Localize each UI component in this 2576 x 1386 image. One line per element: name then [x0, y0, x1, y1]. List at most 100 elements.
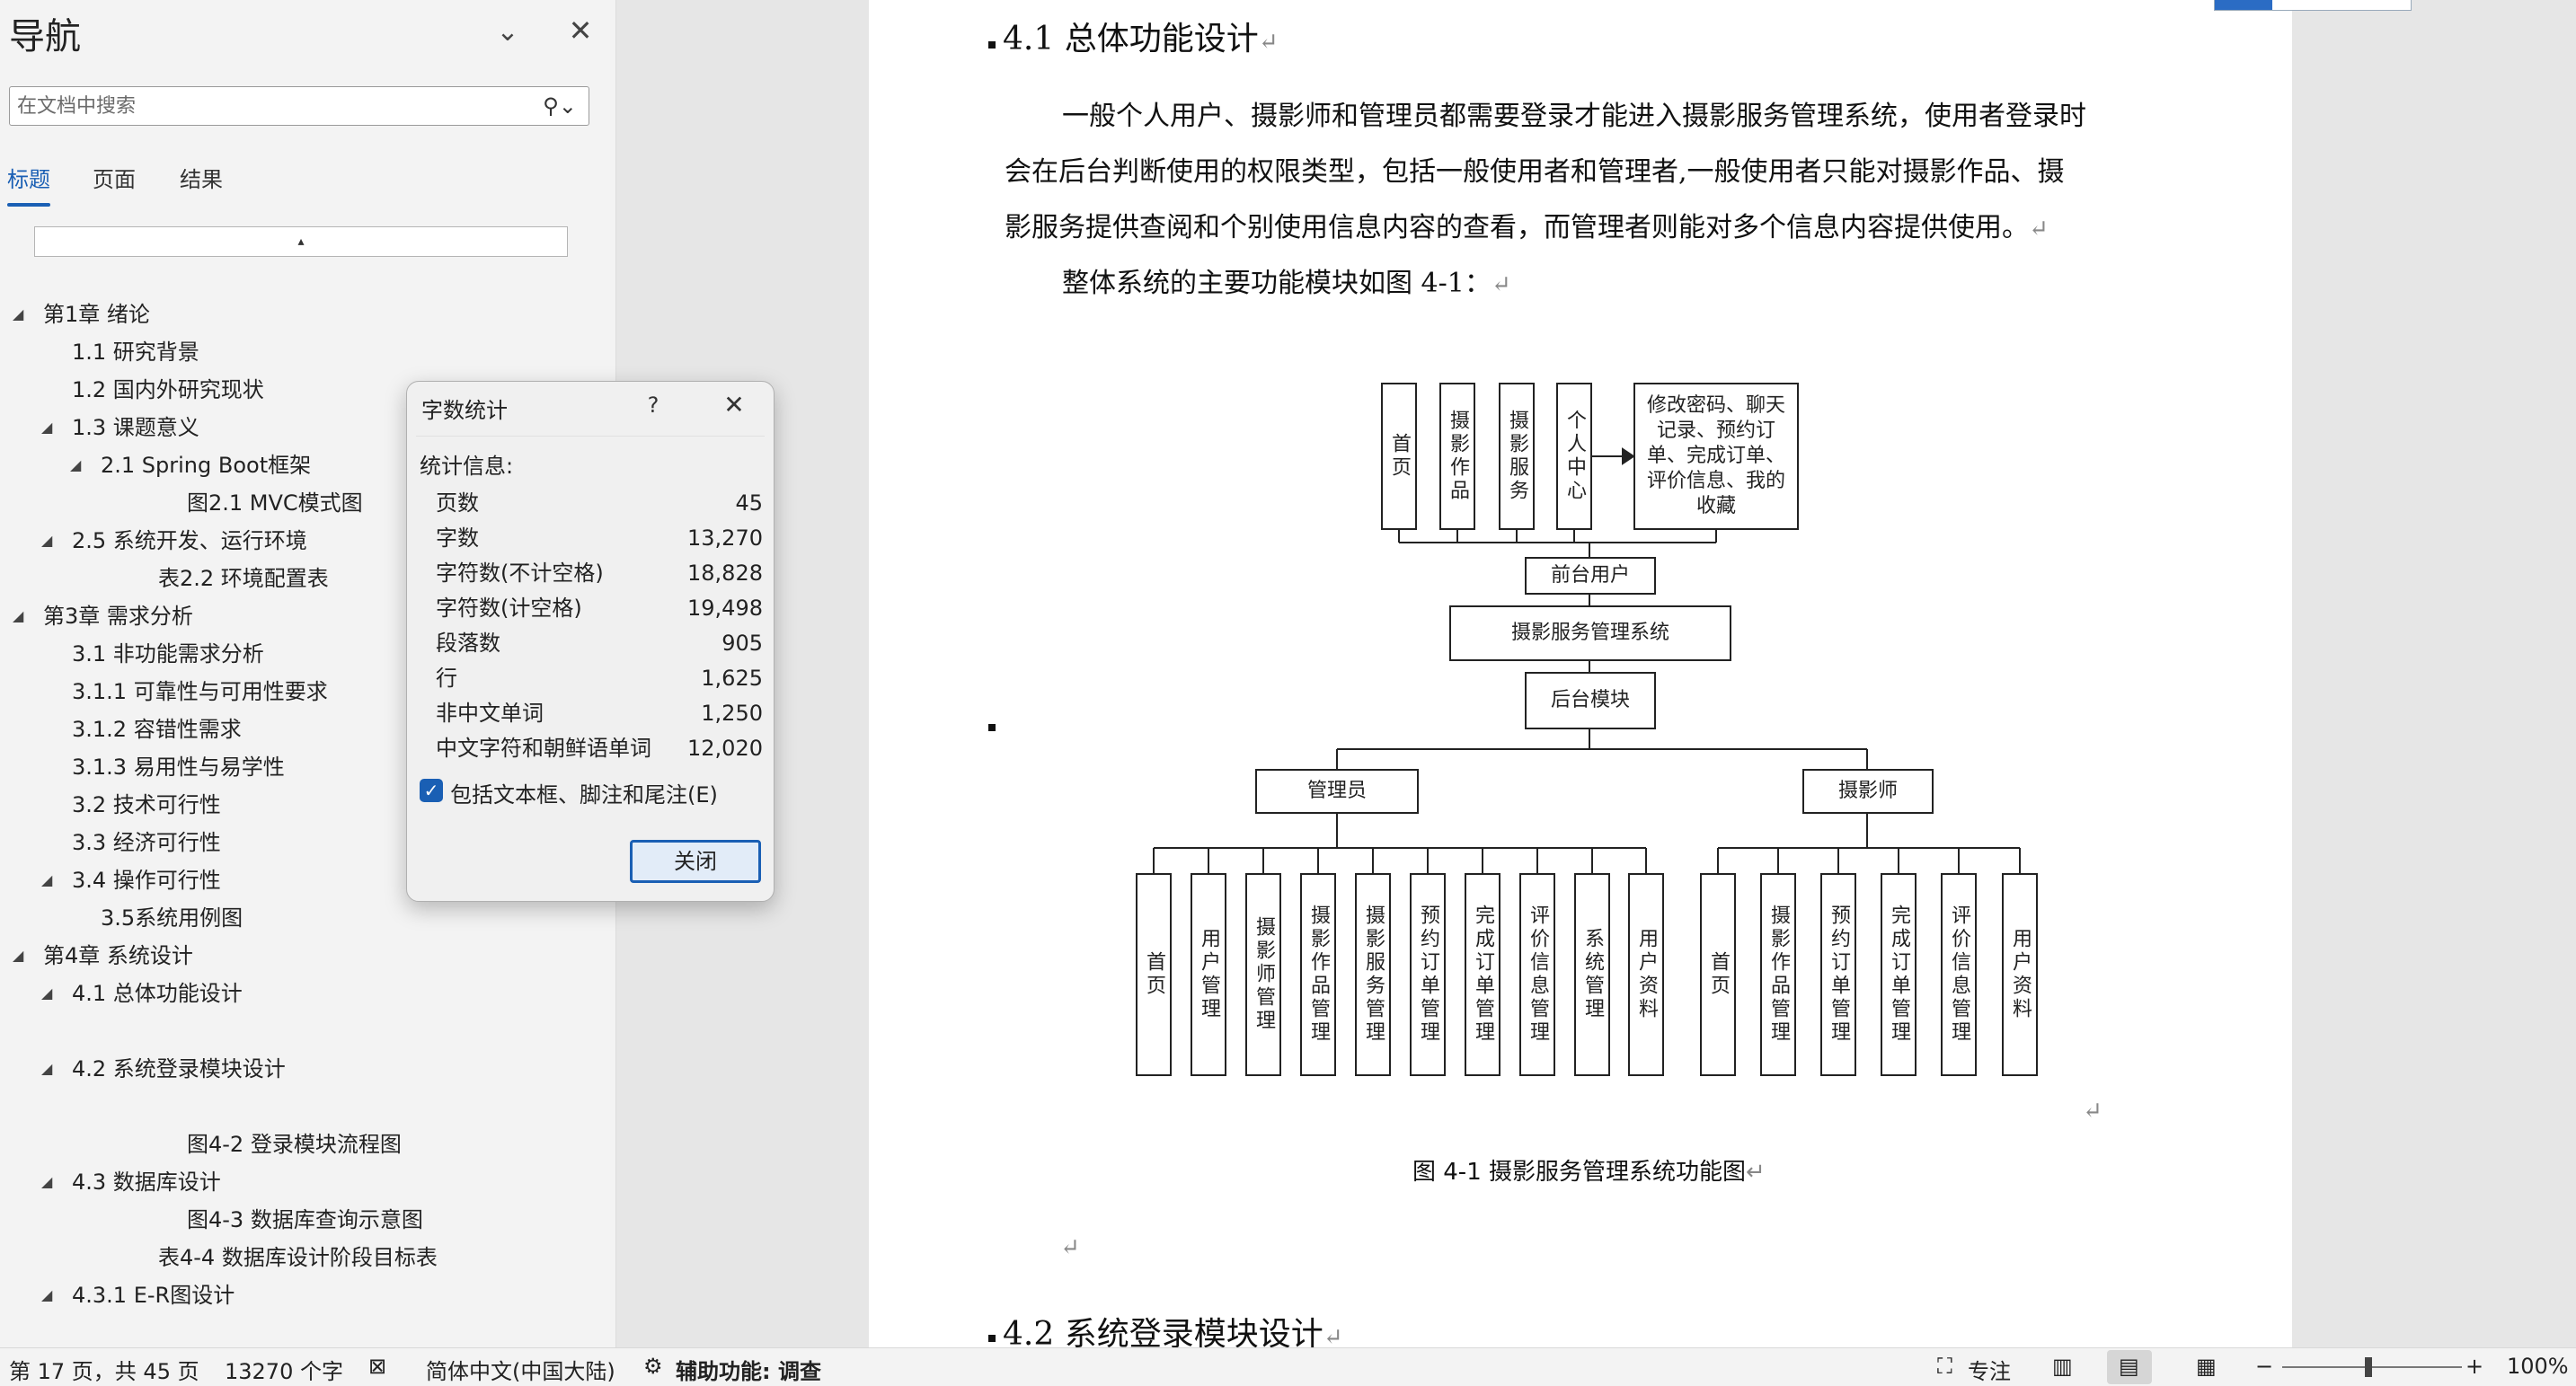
close-button[interactable]: 关闭: [630, 840, 761, 883]
outline-item[interactable]: 图4-3 数据库查询示意图: [187, 1207, 423, 1232]
status-bar: 第 17 页，共 45 页 13270 个字 ⊠ 简体中文(中国大陆) ⚙ 辅助…: [0, 1347, 2576, 1386]
tab-pages[interactable]: 页面: [93, 167, 136, 192]
outline-item[interactable]: 表2.2 环境配置表: [158, 566, 329, 591]
close-icon[interactable]: ✕: [723, 390, 745, 419]
stat-row: 字符数(不计空格)18,828: [436, 561, 763, 586]
statistics-heading: 统计信息:: [420, 454, 514, 479]
diagram-admin-item: 用户资料: [1628, 873, 1664, 1076]
divider: [416, 436, 765, 437]
outline-item[interactable]: ◢第3章 需求分析: [13, 600, 193, 632]
outline-item[interactable]: 3.5系统用例图: [101, 905, 243, 931]
expand-triangle-icon[interactable]: ◢: [41, 1060, 53, 1077]
paragraph-line: 整体系统的主要功能模块如图 4-1：↵: [1062, 268, 1511, 299]
nav-search-box[interactable]: ⚲⌄: [9, 86, 589, 126]
focus-icon[interactable]: ⛶: [1937, 1354, 1952, 1379]
paragraph-line: 影服务提供查阅和个别使用信息内容的查看，而管理者则能对多个信息内容提供使用。↵: [1005, 212, 2049, 243]
diagram-photographer-item: 完成订单管理: [1881, 873, 1917, 1076]
outline-item[interactable]: ◢4.1 总体功能设计: [41, 977, 243, 1010]
outline-item[interactable]: ◢第1章 绪论: [13, 298, 150, 331]
search-input[interactable]: [17, 92, 520, 120]
outline-item[interactable]: ◢第4章 系统设计: [13, 940, 193, 972]
outline-scroll-indicator[interactable]: ▴: [34, 226, 568, 257]
expand-triangle-icon[interactable]: ◢: [41, 532, 53, 549]
outline-item-selected[interactable]: ◢4.2 系统登录模块设计: [41, 1053, 568, 1085]
diagram-box-services: 摄影服务: [1499, 383, 1535, 530]
help-icon[interactable]: ?: [647, 393, 659, 418]
focus-button[interactable]: 专注: [1968, 1359, 2011, 1384]
outline-item[interactable]: 3.2 技术可行性: [72, 792, 221, 817]
proofing-icon[interactable]: ⊠: [368, 1354, 387, 1379]
include-textboxes-checkbox[interactable]: ✓: [420, 779, 443, 802]
zoom-in-icon[interactable]: +: [2465, 1354, 2484, 1379]
paragraph-mark: [988, 41, 996, 49]
language-indicator[interactable]: 简体中文(中国大陆): [426, 1359, 615, 1384]
outline-item[interactable]: ◢1.3 课题意义: [41, 411, 199, 444]
nav-title: 导航: [9, 16, 81, 57]
checkbox-label[interactable]: 包括文本框、脚注和尾注(E): [450, 782, 718, 808]
close-icon[interactable]: ✕: [568, 13, 593, 48]
expand-triangle-icon[interactable]: ◢: [41, 419, 53, 436]
zoom-slider-thumb[interactable]: [2365, 1357, 2372, 1377]
outline-item[interactable]: 3.1 非功能需求分析: [72, 641, 264, 667]
outline-item[interactable]: 图2.1 MVC模式图: [187, 490, 363, 516]
outline-item[interactable]: 3.1.1 可靠性与可用性要求: [72, 679, 328, 704]
diagram-photographer-item: 用户资料: [2002, 873, 2038, 1076]
diagram-box-system: 摄影服务管理系统: [1449, 605, 1731, 661]
outline-item[interactable]: ◢4.3.1 E-R图设计: [41, 1279, 235, 1311]
outline-item[interactable]: 1.1 研究背景: [72, 340, 199, 365]
diagram-box-backend: 后台模块: [1525, 672, 1656, 729]
expand-triangle-icon[interactable]: ◢: [41, 871, 53, 888]
expand-triangle-icon[interactable]: ◢: [41, 984, 53, 1002]
diagram-box-front-user: 前台用户: [1525, 557, 1656, 595]
chevron-down-icon[interactable]: ⌄: [496, 16, 519, 48]
accessibility-status[interactable]: 辅助功能: 调查: [676, 1359, 821, 1384]
diagram-admin-item: 评价信息管理: [1519, 873, 1555, 1076]
expand-triangle-icon[interactable]: ◢: [13, 607, 24, 624]
zoom-level[interactable]: 100%: [2507, 1354, 2569, 1379]
diagram-photographer-item: 摄影作品管理: [1760, 873, 1796, 1076]
outline-item[interactable]: ◢2.1 Spring Boot框架: [70, 449, 311, 481]
diagram-box-admin: 管理员: [1255, 769, 1419, 814]
zoom-out-icon[interactable]: −: [2255, 1354, 2274, 1379]
paragraph-mark: [988, 724, 996, 731]
outline-item[interactable]: 图4-2 登录模块流程图: [187, 1132, 402, 1157]
expand-triangle-icon[interactable]: ◢: [70, 456, 82, 473]
dialog-title: 字数统计: [421, 398, 508, 423]
stat-row: 字符数(计空格)19,498: [436, 596, 763, 621]
page-count[interactable]: 第 17 页，共 45 页: [9, 1359, 199, 1384]
word-count[interactable]: 13270 个字: [225, 1359, 343, 1384]
diagram-photographer-item: 首页: [1700, 873, 1736, 1076]
diagram-admin-item: 首页: [1136, 873, 1172, 1076]
zoom-slider-track[interactable]: [2282, 1366, 2462, 1368]
heading-4-2: 4.2 系统登录模块设计↵: [1003, 1316, 1343, 1347]
ribbon-tab-indicator: [2214, 0, 2412, 11]
accessibility-icon[interactable]: ⚙: [643, 1354, 663, 1379]
outline-item[interactable]: ◢3.4 操作可行性: [41, 864, 221, 896]
outline-item[interactable]: ◢2.5 系统开发、运行环境: [41, 525, 307, 557]
web-layout-icon[interactable]: ▦: [2196, 1354, 2217, 1379]
expand-triangle-icon[interactable]: ◢: [13, 305, 24, 322]
print-layout-icon[interactable]: ▤: [2119, 1354, 2139, 1379]
expand-triangle-icon[interactable]: ◢: [13, 947, 24, 964]
outline-item[interactable]: 3.1.2 容错性需求: [72, 717, 242, 742]
tab-headings[interactable]: 标题: [7, 162, 50, 207]
outline-item[interactable]: 3.3 经济可行性: [72, 830, 221, 855]
outline-item[interactable]: 1.2 国内外研究现状: [72, 377, 264, 402]
outline-item[interactable]: 3.1.3 易用性与易学性: [72, 755, 285, 780]
tab-results[interactable]: 结果: [180, 167, 223, 192]
expand-triangle-icon[interactable]: ◢: [41, 1286, 53, 1303]
outline-item[interactable]: ◢4.3 数据库设计: [41, 1166, 221, 1198]
diagram-admin-item: 摄影师管理: [1245, 873, 1281, 1076]
outline-item[interactable]: 表4-4 数据库设计阶段目标表: [158, 1245, 438, 1270]
diagram-admin-item: 系统管理: [1574, 873, 1610, 1076]
expand-triangle-icon[interactable]: ◢: [41, 1173, 53, 1190]
search-icon[interactable]: ⚲⌄: [543, 93, 577, 119]
diagram-admin-item: 用户管理: [1191, 873, 1226, 1076]
read-mode-icon[interactable]: ▥: [2052, 1354, 2073, 1379]
